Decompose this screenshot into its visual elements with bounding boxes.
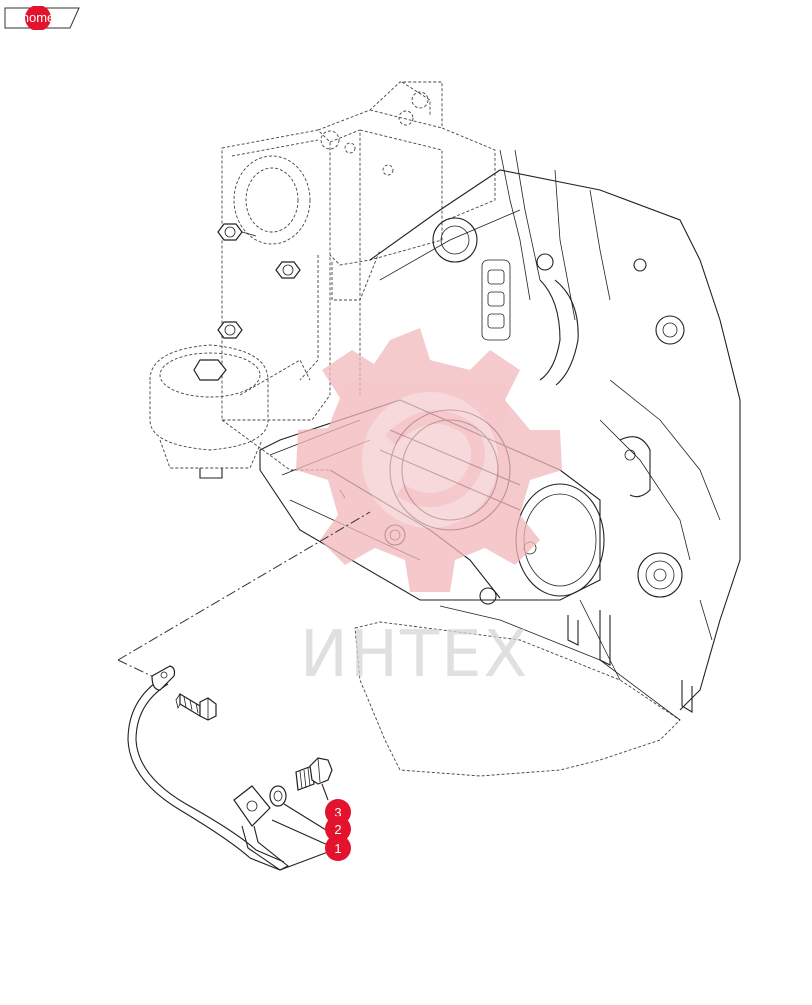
home-label: home [21,10,55,25]
part-2-washer [269,785,327,831]
callout-2-number: 2 [334,822,341,837]
part-1-leader [271,819,331,847]
ground-cable [127,665,290,871]
engine-assembly-drawing: ИНТЕХ [149,81,741,777]
callout-1-number: 1 [334,841,341,856]
callout-2[interactable]: 2 [325,816,351,842]
assembly-leader-line [117,511,371,661]
bracket-bolts [217,223,301,339]
watermark-logo [296,328,562,592]
home-tab-icon [4,6,80,30]
exploded-parts: 3 2 1 [117,511,371,871]
bracket-bolt-middle [275,261,301,279]
bracket-bolt-upper [217,223,257,241]
brand-watermark: ИНТЕХ [296,328,562,692]
engine-mount [149,344,311,479]
upper-block [299,81,496,381]
callout-bubbles: 3 2 1 [325,799,351,861]
timing-cover [369,149,741,713]
home-button[interactable]: home [4,6,80,30]
bracket-bolt-lower [217,321,243,339]
callout-1[interactable]: 1 [325,835,351,861]
callout-3-number: 3 [334,805,341,820]
part-3-bolt [295,757,333,801]
watermark-brand-text: ИНТЕХ [300,618,529,692]
cable-bolt [175,692,217,721]
oil-pan [354,605,681,777]
